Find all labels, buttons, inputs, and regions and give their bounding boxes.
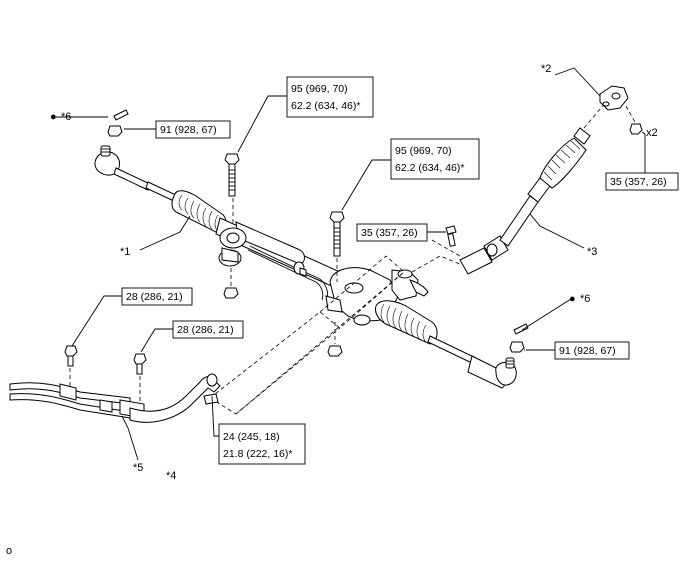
castle-nut-right (509, 341, 525, 353)
callout-6-right: *6 (580, 293, 590, 305)
callout-6-left: *6 (61, 111, 71, 123)
quantity-label: x2 (646, 127, 658, 139)
bracket-bolt (629, 123, 643, 135)
steering-gear-assembly (94, 145, 517, 389)
coupling-bolt (445, 225, 457, 247)
mount-nut-right (327, 345, 343, 357)
clamp-bolt-b (133, 353, 147, 375)
torque-callout-union: 24 (245, 18) 21.8 (222, 16)* (218, 423, 306, 465)
bracket (599, 85, 629, 111)
torque-callout-clamp-a: 28 (286, 21) (121, 287, 193, 306)
bullet-left: ● (50, 111, 57, 123)
mounting-bolt-left (224, 153, 240, 197)
leader-lines (54, 67, 646, 461)
tie-rod-end-right (467, 355, 517, 389)
torque-callout-clamp-b: 28 (286, 21) (172, 320, 244, 339)
torque-callout-coupling: 35 (357, 26) (356, 223, 428, 242)
torque-value: 35 (357, 26) (610, 176, 667, 188)
cotter-pin-left (113, 109, 129, 121)
torque-value: 91 (928, 67) (160, 124, 217, 136)
callout-3: *3 (587, 246, 597, 258)
torque-callout-bracket: 35 (357, 26) (605, 172, 679, 191)
callout-2: *2 (541, 63, 551, 75)
clamp-bolt-a (64, 345, 78, 367)
tie-rod-end-left (94, 145, 151, 191)
torque-callout-bolt-mid: 95 (969, 70) 62.2 (634, 46)* (390, 138, 480, 180)
torque-nm-value: 95 (969, 70) (395, 145, 452, 157)
torque-value: 35 (357, 26) (361, 227, 418, 239)
torque-value: 28 (286, 21) (177, 324, 234, 336)
torque-alt-value: 21.8 (222, 16)* (223, 448, 292, 460)
steering-intermediate-shaft (459, 127, 591, 275)
callout-5: *5 (133, 462, 143, 474)
torque-alt-value: 62.2 (634, 46)* (395, 162, 464, 174)
cotter-pin-right (513, 323, 529, 335)
castle-nut-left (107, 125, 123, 137)
torque-callout-bolt-left: 95 (969, 70) 62.2 (634, 46)* (286, 76, 374, 118)
torque-alt-value: 62.2 (634, 46)* (291, 100, 360, 112)
callout-1: *1 (120, 246, 130, 258)
torque-callout-nut-left: 91 (928, 67) (155, 120, 231, 139)
figure-code: o (6, 545, 12, 557)
torque-nm-value: 24 (245, 18) (223, 431, 280, 443)
torque-value: 28 (286, 21) (126, 291, 183, 303)
alignment-guides (209, 255, 405, 415)
rack-boot-right (375, 300, 438, 345)
rack-housing (215, 217, 429, 326)
torque-callout-nut-right: 91 (928, 67) (554, 341, 630, 360)
bullet-right: ● (569, 293, 576, 305)
mount-nut-left (223, 287, 239, 299)
torque-value: 91 (928, 67) (559, 345, 616, 357)
torque-nm-value: 95 (969, 70) (291, 83, 348, 95)
callout-4: *4 (166, 470, 176, 482)
mounting-bolt-right (329, 211, 345, 257)
hydraulic-lines (9, 373, 221, 423)
